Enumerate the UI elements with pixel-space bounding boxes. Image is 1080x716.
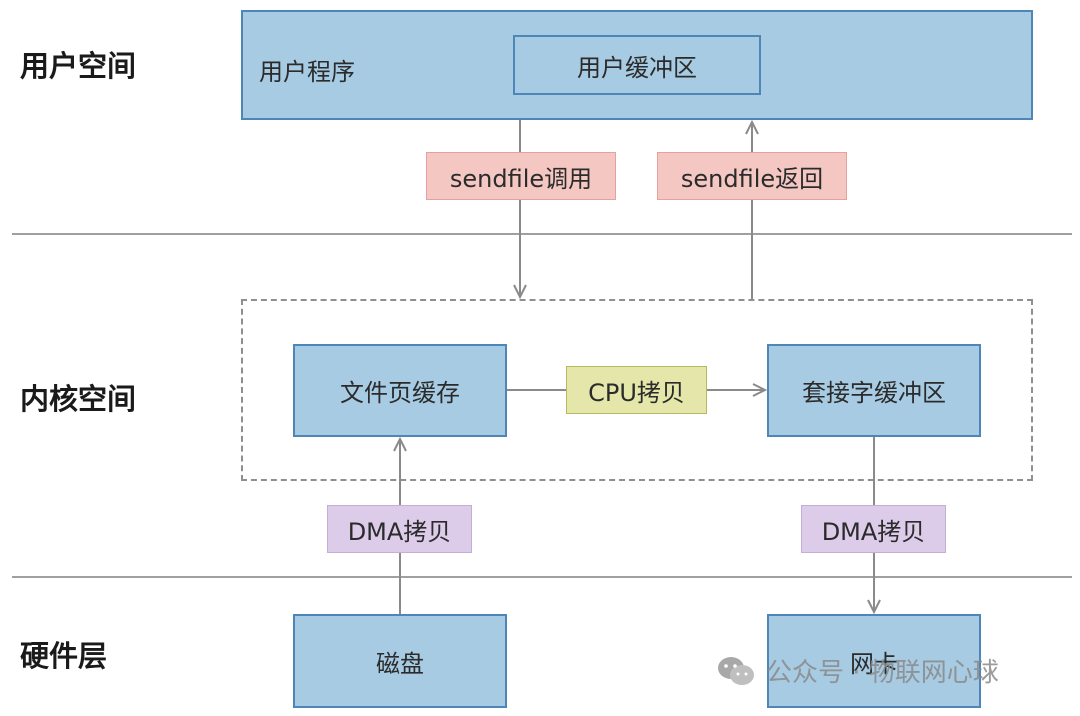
layer-label-hardware: 硬件层 <box>20 639 108 673</box>
tag-sendfile-return-text: sendfile返回 <box>680 164 824 193</box>
disk-label: 磁盘 <box>376 649 424 678</box>
user-buffer-box: 用户缓冲区 <box>513 35 761 95</box>
user-program-label: 用户程序 <box>259 58 355 86</box>
user-buffer-label: 用户缓冲区 <box>577 53 697 82</box>
kernel-region <box>241 299 1033 481</box>
tag-cpu-copy-text: CPU拷贝 <box>588 378 685 407</box>
tag-sendfile-return: sendfile返回 <box>657 152 847 200</box>
file-page-cache-label: 文件页缓存 <box>340 379 460 407</box>
tag-cpu-copy: CPU拷贝 <box>566 366 707 414</box>
tag-dma-copy-left: DMA拷贝 <box>327 505 472 553</box>
socket-buffer-label: 套接字缓冲区 <box>802 379 946 407</box>
tag-sendfile-call: sendfile调用 <box>426 152 616 200</box>
divider-kernel-hardware <box>12 576 1072 578</box>
disk-box: 磁盘 <box>293 614 507 708</box>
layer-label-user-space: 用户空间 <box>20 49 137 83</box>
watermark: 公众号 · 物联网心球 <box>716 652 999 689</box>
tag-dma-copy-left-text: DMA拷贝 <box>347 517 452 546</box>
socket-buffer-box: 套接字缓冲区 <box>767 344 981 437</box>
file-page-cache-box: 文件页缓存 <box>293 344 507 437</box>
watermark-text: 公众号 · 物联网心球 <box>766 658 999 688</box>
wechat-icon <box>716 655 756 687</box>
nic-label: 网卡 <box>850 649 898 678</box>
divider-user-kernel <box>12 233 1072 235</box>
layer-label-kernel-space: 内核空间 <box>20 382 137 416</box>
nic-box: 网卡 <box>767 614 981 708</box>
tag-dma-copy-right-text: DMA拷贝 <box>821 517 926 546</box>
tag-sendfile-call-text: sendfile调用 <box>449 164 593 193</box>
tag-dma-copy-right: DMA拷贝 <box>801 505 946 553</box>
